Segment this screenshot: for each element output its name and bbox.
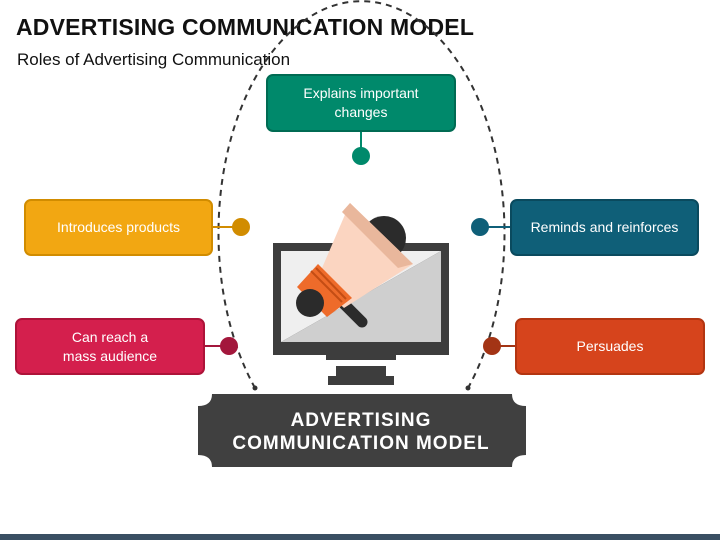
arc-end-dot-left [252, 385, 258, 391]
megaphone-monitor-icon [273, 203, 449, 385]
role-box-reminds-reinforces: Reminds and reinforces [510, 199, 699, 256]
node-left2 [220, 337, 238, 355]
node-right2 [483, 337, 501, 355]
node-left1 [232, 218, 250, 236]
role-label: Reminds and reinforces [530, 219, 679, 235]
center-title: ADVERTISING COMMUNICATION MODEL [210, 403, 512, 461]
page-subtitle: Roles of Advertising Communication [17, 50, 291, 69]
center-title-line1: ADVERTISING [290, 410, 432, 431]
role-label: Can reach a mass audience [62, 328, 158, 364]
arc-end-dot-right [465, 385, 471, 391]
center-banner [198, 394, 526, 467]
role-box-explains-changes: Explains important changes [266, 74, 456, 132]
role-box-introduces-products: Introduces products [24, 199, 213, 256]
role-box-mass-audience: Can reach a mass audience [15, 318, 205, 375]
node-right1 [471, 218, 489, 236]
footer-bar [0, 534, 720, 540]
role-box-persuades: Persuades [515, 318, 705, 375]
page-title: ADVERTISING COMMUNICATION MODEL [16, 14, 475, 40]
center-title-line2: COMMUNICATION MODEL [232, 433, 490, 454]
role-label: Introduces products [57, 219, 180, 235]
role-label: Persuades [576, 338, 644, 354]
role-label: Explains important changes [303, 85, 419, 120]
node-top [352, 147, 370, 165]
